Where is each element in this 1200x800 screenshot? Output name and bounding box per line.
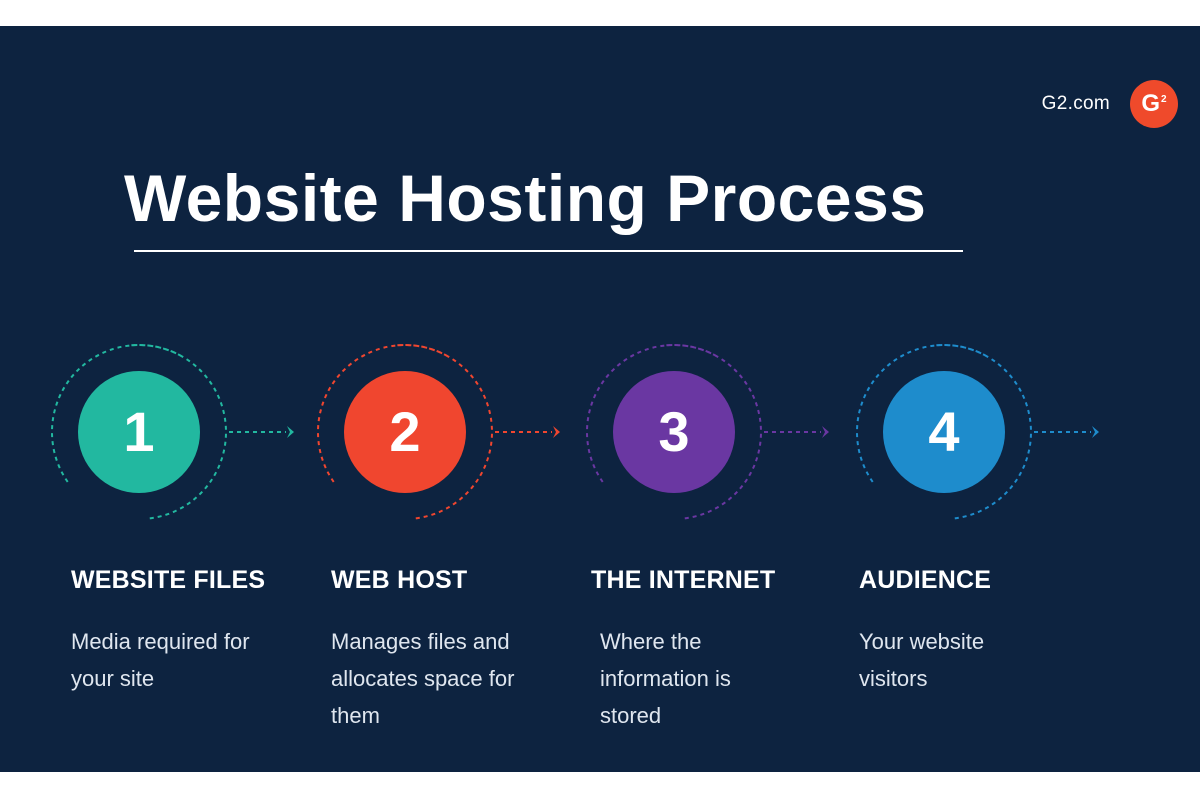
process-diagram: 1 2 3 4 (50, 343, 1099, 520)
step-graphic-3: 3 (585, 343, 829, 520)
step-3-heading: THE INTERNET (591, 566, 776, 594)
step-4-heading: AUDIENCE (859, 566, 992, 594)
step-3-description: Where the information is stored (600, 629, 731, 728)
step-2-description: Manages files and allocates space for th… (331, 629, 515, 728)
page-title: Website Hosting Process (124, 161, 927, 235)
step-1: WEBSITE FILES Media required for your si… (71, 566, 311, 697)
step-4-arrow-icon (1092, 426, 1099, 438)
step-1-ring (50, 343, 227, 520)
title-underline (134, 250, 963, 252)
step-4-ring (855, 343, 1032, 520)
brand-site-text: G2.com (1041, 93, 1110, 114)
step-4-circle (883, 371, 1005, 493)
step-graphic-1: 1 (50, 343, 294, 520)
step-1-heading: WEBSITE FILES (71, 566, 266, 594)
step-3-number: 3 (658, 400, 689, 463)
logo-sup: 2 (1161, 93, 1167, 105)
step-3-ring (585, 343, 762, 520)
step-2: WEB HOST Manages files and allocates spa… (331, 566, 571, 734)
step-graphic-2: 2 (316, 343, 560, 520)
step-1-number: 1 (123, 400, 154, 463)
step-2-circle (344, 371, 466, 493)
step-2-number: 2 (389, 400, 420, 463)
step-3-circle (613, 371, 735, 493)
step-1-arrow-icon (287, 426, 294, 438)
step-4-description: Your website visitors (859, 629, 985, 691)
step-3-arrow-icon (822, 426, 829, 438)
step-4: AUDIENCE Your website visitors (859, 566, 1099, 697)
step-1-circle (78, 371, 200, 493)
step-2-heading: WEB HOST (331, 566, 468, 594)
logo-letter: G (1141, 90, 1161, 117)
step-3: THE INTERNET Where the information is st… (591, 566, 831, 734)
step-2-arrow-icon (553, 426, 560, 438)
step-graphic-4: 4 (855, 343, 1099, 520)
step-4-number: 4 (928, 400, 959, 463)
step-1-description: Media required for your site (71, 629, 250, 691)
step-2-ring (316, 343, 493, 520)
